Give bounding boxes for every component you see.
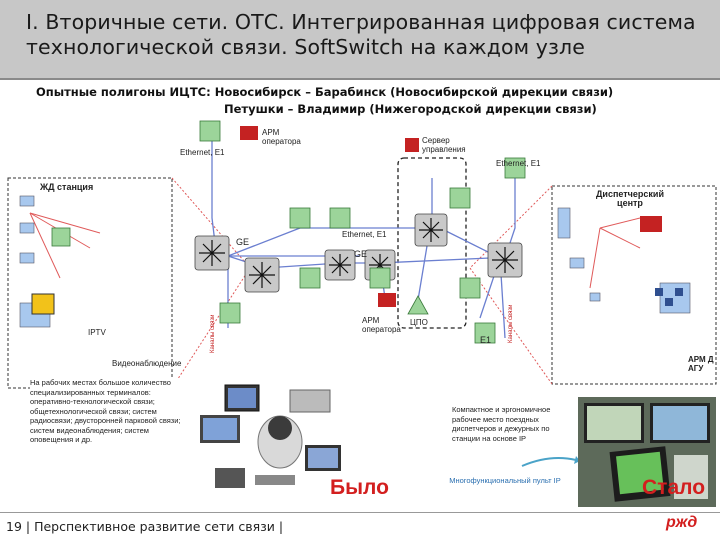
legacy-workstation-illustration (200, 384, 341, 488)
ge-left-label: GE (236, 237, 250, 247)
footer: 19 | Перспективное развитие сети связи | (0, 512, 720, 541)
router-icon (299, 267, 321, 289)
ge-mid-label: GE (354, 249, 368, 259)
router-icon (51, 227, 71, 247)
router-icon (449, 187, 471, 209)
rzd-logo: ржд (666, 514, 697, 532)
rzd-logo-text: ржд (666, 514, 698, 531)
server-icon (405, 138, 419, 152)
e1-label: E1 (480, 335, 492, 345)
became-label: Стало (642, 476, 706, 499)
router-icon (504, 157, 526, 179)
footer-text: 19 | Перспективное развитие сети связи | (6, 519, 284, 534)
router-icon (369, 267, 391, 289)
was-label: Было (330, 476, 389, 499)
network-diagram: Каналы связи Каналы связи (7, 120, 717, 389)
ethernet-e1-left-label: Ethernet, E1 (180, 148, 225, 157)
router-icon (459, 277, 481, 299)
caption-middle: Компактное и эргономичное рабочее место … (452, 405, 551, 443)
caption-left: На рабочих местах большое количество спе… (30, 378, 181, 444)
router-icon (219, 302, 241, 324)
ethernet-e1-mid-label: Ethernet, E1 (342, 230, 387, 239)
core-dashed-frame (397, 157, 467, 329)
video-label: Видеонаблюдение (112, 359, 182, 368)
cpo-label: ЦПО (410, 318, 428, 327)
cpo-icon (407, 295, 429, 315)
header-divider (0, 78, 720, 80)
ip-console-photo (578, 397, 716, 507)
ethernet-e1-right-label: Ethernet, E1 (496, 159, 541, 168)
zhd-station-frame (7, 177, 173, 389)
caption-pult: Многофункциональный пульт IP (449, 476, 561, 485)
iptv-label: IPTV (88, 328, 106, 337)
arm-terminal-icon (378, 293, 396, 307)
page-title: I. Вторичные сети. ОТС. Интегрированная … (26, 10, 696, 59)
arrow (521, 456, 580, 467)
router-icon (329, 207, 351, 229)
router-icon (199, 120, 221, 142)
header-bar: I. Вторичные сети. ОТС. Интегрированная … (0, 0, 720, 78)
dispatch-center-frame (551, 185, 717, 385)
router-icon (289, 207, 311, 229)
alarm-icon (31, 293, 55, 315)
router-icon (474, 322, 496, 344)
subtitle-line-2: Петушки – Владимир (Нижегородской дирекц… (224, 102, 597, 116)
arm-terminal-icon (240, 126, 258, 140)
vertical-channel-label-right: Каналы связи (508, 305, 514, 343)
terminal-icon (640, 216, 662, 232)
subtitle-line-1: Опытные полигоны ИЦТС: Новосибирск – Бар… (36, 85, 614, 99)
zhd-station-label: ЖД станция (40, 182, 94, 192)
vertical-channel-label-left: Каналы связи (210, 315, 216, 353)
left-caption-box: На рабочих местах большое количество спе… (30, 378, 190, 484)
